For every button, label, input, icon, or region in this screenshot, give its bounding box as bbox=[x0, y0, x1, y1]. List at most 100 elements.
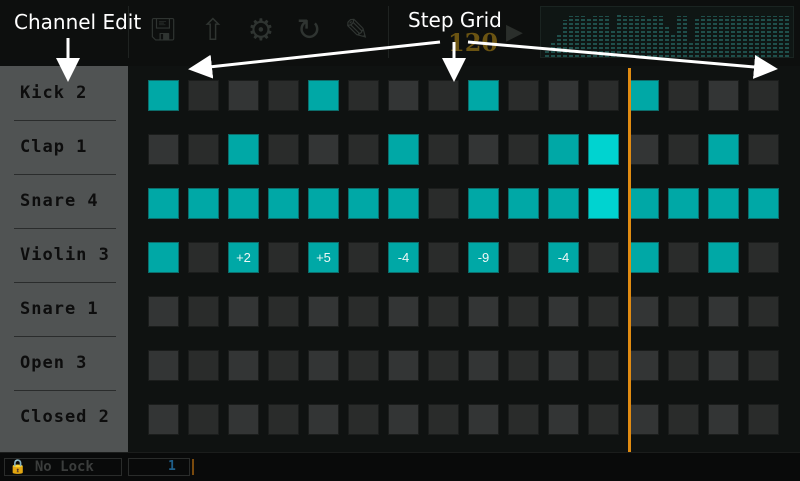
step-cell[interactable] bbox=[388, 188, 419, 219]
step-cell[interactable] bbox=[188, 242, 219, 273]
step-cell[interactable] bbox=[548, 134, 579, 165]
step-cell[interactable] bbox=[628, 404, 659, 435]
step-cell[interactable] bbox=[188, 134, 219, 165]
step-cell[interactable] bbox=[228, 404, 259, 435]
edit-icon[interactable]: ✎ bbox=[344, 13, 370, 48]
step-cell[interactable] bbox=[348, 242, 379, 273]
step-cell[interactable] bbox=[468, 296, 499, 327]
step-cell[interactable] bbox=[428, 188, 459, 219]
step-cell[interactable] bbox=[228, 134, 259, 165]
save-icon[interactable]: 🖫 bbox=[150, 13, 176, 48]
step-cell[interactable] bbox=[348, 296, 379, 327]
step-cell[interactable] bbox=[188, 80, 219, 111]
step-cell[interactable] bbox=[548, 404, 579, 435]
step-cell[interactable] bbox=[268, 404, 299, 435]
step-cell[interactable] bbox=[548, 296, 579, 327]
step-cell[interactable] bbox=[188, 188, 219, 219]
step-cell[interactable] bbox=[308, 296, 339, 327]
step-cell[interactable] bbox=[428, 404, 459, 435]
step-cell[interactable] bbox=[148, 296, 179, 327]
step-cell[interactable] bbox=[428, 242, 459, 273]
step-cell[interactable] bbox=[508, 296, 539, 327]
step-cell[interactable] bbox=[308, 404, 339, 435]
step-cell[interactable] bbox=[548, 350, 579, 381]
step-cell[interactable] bbox=[228, 350, 259, 381]
step-cell[interactable] bbox=[508, 80, 539, 111]
step-cell[interactable] bbox=[308, 350, 339, 381]
step-cell[interactable] bbox=[268, 242, 299, 273]
channel-item[interactable]: Kick 2 bbox=[20, 83, 88, 103]
step-cell[interactable] bbox=[508, 404, 539, 435]
step-cell[interactable] bbox=[708, 242, 739, 273]
step-cell[interactable] bbox=[628, 296, 659, 327]
step-cell[interactable] bbox=[428, 350, 459, 381]
step-cell[interactable]: -4 bbox=[548, 242, 579, 273]
step-cell[interactable] bbox=[228, 80, 259, 111]
step-cell[interactable]: +5 bbox=[308, 242, 339, 273]
step-cell[interactable] bbox=[228, 296, 259, 327]
step-cell[interactable] bbox=[628, 80, 659, 111]
step-cell[interactable] bbox=[348, 134, 379, 165]
step-cell[interactable] bbox=[708, 350, 739, 381]
step-cell[interactable] bbox=[268, 350, 299, 381]
step-cell[interactable] bbox=[388, 296, 419, 327]
step-cell[interactable] bbox=[668, 350, 699, 381]
step-cell[interactable] bbox=[148, 80, 179, 111]
step-cell[interactable] bbox=[148, 404, 179, 435]
step-cell[interactable] bbox=[188, 404, 219, 435]
step-cell[interactable] bbox=[508, 350, 539, 381]
step-cell[interactable] bbox=[628, 242, 659, 273]
refresh-icon[interactable]: ↻ bbox=[296, 13, 322, 48]
page-selector[interactable] bbox=[128, 458, 190, 476]
step-cell[interactable] bbox=[708, 404, 739, 435]
step-cell[interactable] bbox=[588, 134, 619, 165]
step-cell[interactable] bbox=[628, 188, 659, 219]
step-cell[interactable] bbox=[268, 296, 299, 327]
step-cell[interactable] bbox=[668, 296, 699, 327]
channel-item[interactable]: Closed 2 bbox=[20, 407, 110, 427]
step-cell[interactable] bbox=[668, 134, 699, 165]
gear-icon[interactable]: ⚙ bbox=[247, 13, 275, 48]
step-cell[interactable] bbox=[708, 296, 739, 327]
step-cell[interactable] bbox=[188, 296, 219, 327]
step-cell[interactable] bbox=[508, 242, 539, 273]
channel-item[interactable]: Clap 1 bbox=[20, 137, 88, 157]
step-cell[interactable] bbox=[748, 404, 779, 435]
step-cell[interactable] bbox=[588, 296, 619, 327]
step-cell[interactable] bbox=[588, 80, 619, 111]
step-cell[interactable] bbox=[708, 134, 739, 165]
step-cell[interactable] bbox=[668, 80, 699, 111]
step-cell[interactable] bbox=[188, 350, 219, 381]
step-cell[interactable]: -9 bbox=[468, 242, 499, 273]
step-cell[interactable] bbox=[348, 404, 379, 435]
step-cell[interactable] bbox=[348, 80, 379, 111]
step-cell[interactable] bbox=[388, 134, 419, 165]
step-cell[interactable] bbox=[468, 350, 499, 381]
step-cell[interactable] bbox=[548, 188, 579, 219]
step-cell[interactable] bbox=[628, 134, 659, 165]
step-cell[interactable] bbox=[588, 350, 619, 381]
step-cell[interactable] bbox=[268, 188, 299, 219]
step-cell[interactable] bbox=[268, 80, 299, 111]
step-cell[interactable] bbox=[748, 80, 779, 111]
step-cell[interactable] bbox=[148, 242, 179, 273]
step-cell[interactable] bbox=[668, 242, 699, 273]
step-cell[interactable] bbox=[748, 134, 779, 165]
step-cell[interactable] bbox=[268, 134, 299, 165]
step-cell[interactable] bbox=[148, 134, 179, 165]
step-cell[interactable] bbox=[148, 188, 179, 219]
step-cell[interactable] bbox=[228, 188, 259, 219]
step-cell[interactable] bbox=[588, 188, 619, 219]
step-cell[interactable] bbox=[668, 188, 699, 219]
step-cell[interactable] bbox=[708, 188, 739, 219]
channel-item[interactable]: Snare 1 bbox=[20, 299, 99, 319]
step-cell[interactable] bbox=[628, 350, 659, 381]
step-cell[interactable] bbox=[468, 134, 499, 165]
step-cell[interactable] bbox=[468, 80, 499, 111]
step-cell[interactable] bbox=[428, 134, 459, 165]
step-cell[interactable] bbox=[468, 188, 499, 219]
step-cell[interactable] bbox=[748, 242, 779, 273]
step-cell[interactable] bbox=[348, 350, 379, 381]
step-cell[interactable]: -4 bbox=[388, 242, 419, 273]
export-icon[interactable]: ⇧ bbox=[200, 13, 226, 48]
